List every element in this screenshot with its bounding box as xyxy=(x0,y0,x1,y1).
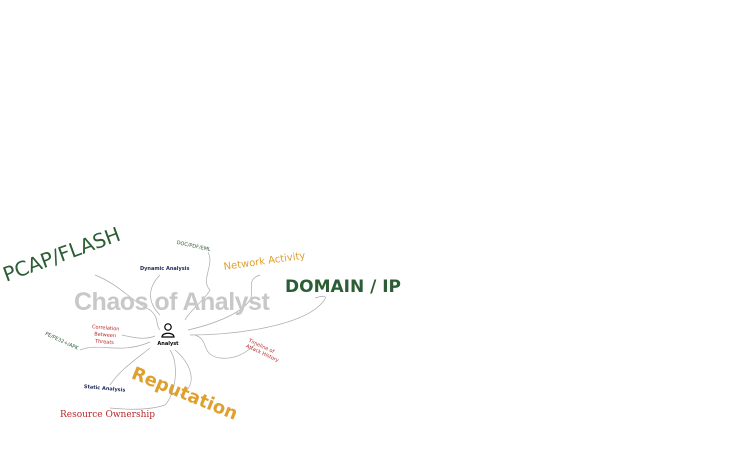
node-dynamic-analysis[interactable]: Dynamic Analysis xyxy=(140,266,190,272)
analyst-label: Analyst xyxy=(157,341,179,347)
node-correlation[interactable]: Correlation Between Threats xyxy=(91,324,120,347)
diagram-title: Chaos of Analyst xyxy=(74,288,270,316)
analyst-node[interactable]: Analyst xyxy=(156,322,180,348)
user-icon xyxy=(161,323,175,338)
node-resource-ownership[interactable]: Resource Ownership xyxy=(60,410,156,420)
node-domain-ip[interactable]: DOMAIN / IP xyxy=(285,277,402,297)
